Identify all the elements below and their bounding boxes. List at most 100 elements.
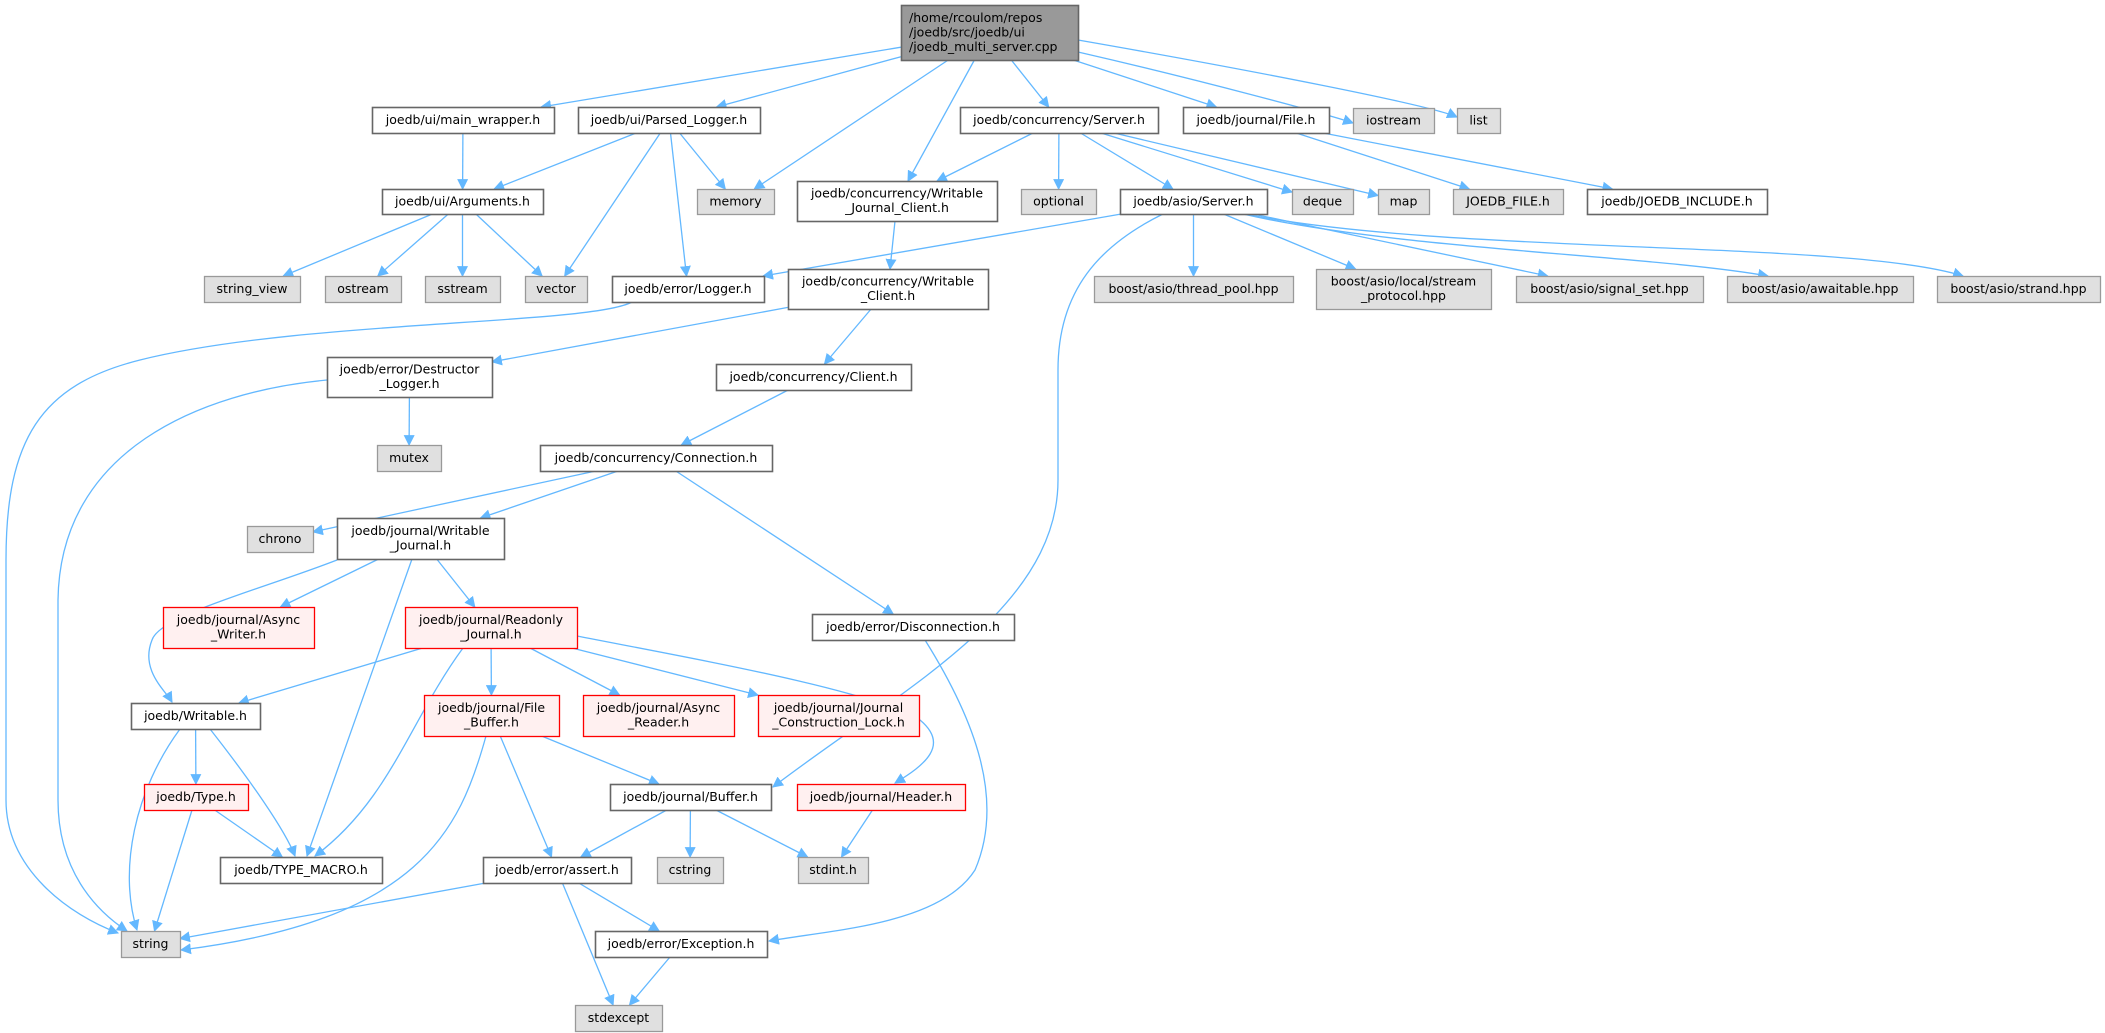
node-buffer[interactable]: joedb/journal/Buffer.h xyxy=(609,783,773,812)
edge-buffer-to-stdint xyxy=(715,809,809,858)
node-cstring: cstring xyxy=(656,856,725,885)
node-label: _Writer.h xyxy=(210,627,266,642)
node-journal-file[interactable]: joedb/journal/File.h xyxy=(1182,106,1331,135)
node-readonly-journal[interactable]: joedb/journal/Readonly_Journal.h xyxy=(404,606,579,650)
node-label: optional xyxy=(1033,193,1084,208)
node-label: joedb/ui/Parsed_Logger.h xyxy=(590,112,748,127)
edge-readonly-journal-to-type-macro xyxy=(314,647,464,857)
node-memory: memory xyxy=(696,188,776,216)
node-disconnection[interactable]: joedb/error/Disconnection.h xyxy=(811,613,1016,642)
node-label: ostream xyxy=(337,281,388,296)
edge-conc-server-to-asio-server xyxy=(1080,132,1174,190)
node-box xyxy=(611,275,766,304)
node-joedb-file: JOEDB_FILE.h xyxy=(1452,188,1565,216)
node-box xyxy=(1119,188,1269,216)
node-writable-client[interactable]: joedb/concurrency/Writable_Client.h xyxy=(787,268,990,311)
node-label: stdexcept xyxy=(588,1010,649,1025)
node-type-macro[interactable]: joedb/TYPE_MACRO.h xyxy=(219,856,384,885)
node-label: list xyxy=(1469,112,1487,127)
node-label: _Client.h xyxy=(860,288,915,303)
edge-journal-file-to-joedb-include xyxy=(1323,132,1614,193)
edge-writable-journal-client-to-writable-client xyxy=(885,220,897,271)
node-label: joedb/journal/Journal xyxy=(773,700,903,715)
node-list: list xyxy=(1456,107,1502,135)
node-conc-server[interactable]: joedb/concurrency/Server.h xyxy=(959,106,1160,135)
node-writable[interactable]: joedb/Writable.h xyxy=(130,702,262,731)
node-box xyxy=(1020,188,1098,216)
node-writable-journal-client[interactable]: joedb/concurrency/Writable_Journal_Clien… xyxy=(796,180,999,223)
edge-destructor-logger-to-string xyxy=(57,379,328,932)
edge-journal-file-to-joedb-file xyxy=(1295,132,1471,192)
node-async-reader[interactable]: joedb/journal/Async_Reader.h xyxy=(582,694,736,738)
edge-root-to-parsed-logger xyxy=(715,56,902,110)
node-label: iostream xyxy=(1366,112,1421,127)
node-parsed-logger[interactable]: joedb/ui/Parsed_Logger.h xyxy=(577,106,762,135)
node-exception[interactable]: joedb/error/Exception.h xyxy=(594,930,769,959)
node-box xyxy=(524,275,589,304)
edge-conc-server-to-writable-journal-client xyxy=(936,132,1034,182)
node-main-wrapper[interactable]: joedb/ui/main_wrapper.h xyxy=(371,106,556,135)
node-label: joedb/journal/Async xyxy=(596,700,721,715)
node-box xyxy=(900,4,1080,62)
node-label: joedb/concurrency/Server.h xyxy=(972,112,1145,127)
node-box xyxy=(811,613,1016,642)
edge-writable-journal-to-readonly-journal xyxy=(436,558,476,608)
node-arguments[interactable]: joedb/ui/Arguments.h xyxy=(381,188,545,216)
edge-conc-server-to-map xyxy=(1113,132,1380,199)
edge-asio-server-to-logger xyxy=(762,213,1122,280)
node-box xyxy=(326,356,494,399)
node-label: joedb/TYPE_MACRO.h xyxy=(233,862,368,877)
edge-writable-client-to-client xyxy=(823,308,872,365)
node-async-writer[interactable]: joedb/journal/Async_Writer.h xyxy=(162,606,316,650)
edge-root-to-main-wrapper xyxy=(540,46,902,111)
node-box xyxy=(162,606,316,650)
node-connection[interactable]: joedb/concurrency/Connection.h xyxy=(539,444,774,473)
node-box xyxy=(404,606,579,650)
node-thread-pool: boost/asio/thread_pool.hpp xyxy=(1093,275,1295,304)
node-file-buffer[interactable]: joedb/journal/File_Buffer.h xyxy=(423,694,561,738)
edge-readonly-journal-to-async-reader xyxy=(529,647,621,696)
node-label: boost/asio/strand.hpp xyxy=(1950,281,2086,296)
node-logger[interactable]: joedb/error/Logger.h xyxy=(611,275,766,304)
edge-disconnection-to-exception xyxy=(767,639,988,945)
node-box xyxy=(1456,107,1502,135)
edge-root-to-journal-file xyxy=(1073,59,1218,110)
edge-readonly-journal-to-writable xyxy=(237,647,423,706)
node-box xyxy=(959,106,1160,135)
node-assert[interactable]: joedb/error/assert.h xyxy=(482,856,633,885)
node-asio-server[interactable]: joedb/asio/Server.h xyxy=(1119,188,1269,216)
node-box xyxy=(143,783,250,812)
node-label: joedb/journal/Buffer.h xyxy=(622,789,758,804)
edge-asio-server-to-strand xyxy=(1244,213,1965,279)
node-type[interactable]: joedb/Type.h xyxy=(143,783,250,812)
node-label: joedb/journal/File.h xyxy=(1196,112,1316,127)
node-optional: optional xyxy=(1020,188,1098,216)
node-box xyxy=(539,444,774,473)
node-label: _Journal.h xyxy=(389,538,451,553)
node-header[interactable]: joedb/journal/Header.h xyxy=(796,783,967,812)
node-construction-lock[interactable]: joedb/journal/Journal_Construction_Lock.… xyxy=(757,694,921,738)
node-joedb-include[interactable]: joedb/JOEDB_INCLUDE.h xyxy=(1586,188,1769,216)
node-string: string xyxy=(120,930,182,959)
node-root[interactable]: /home/rcoulom/repos/joedb/src/joedb/ui/j… xyxy=(900,4,1080,62)
node-client[interactable]: joedb/concurrency/Client.h xyxy=(715,363,913,392)
node-label: joedb/journal/Readonly xyxy=(418,612,564,627)
edge-exception-to-stdexcept xyxy=(628,956,671,1006)
edge-writable-journal-to-writable xyxy=(148,559,338,703)
node-label: _Logger.h xyxy=(378,376,439,391)
node-box xyxy=(1586,188,1769,216)
edge-parsed-logger-to-vector xyxy=(564,132,661,277)
node-label: vector xyxy=(536,281,577,296)
edge-asio-server-to-awaitable xyxy=(1242,213,1770,280)
node-label: sstream xyxy=(437,281,487,296)
node-box xyxy=(376,444,443,473)
node-destructor-logger[interactable]: joedb/error/Destructor_Logger.h xyxy=(326,356,494,399)
edge-asio-server-to-stream-protocol xyxy=(1223,213,1357,271)
node-label: _Journal.h xyxy=(459,627,521,642)
edge-logger-to-string xyxy=(5,301,633,935)
node-label: boost/asio/awaitable.hpp xyxy=(1742,281,1899,296)
node-label: _Journal_Client.h xyxy=(844,200,949,215)
node-awaitable: boost/asio/awaitable.hpp xyxy=(1726,275,1915,304)
node-writable-journal[interactable]: joedb/journal/Writable_Journal.h xyxy=(336,517,506,561)
edge-header-to-stdint xyxy=(840,809,874,858)
